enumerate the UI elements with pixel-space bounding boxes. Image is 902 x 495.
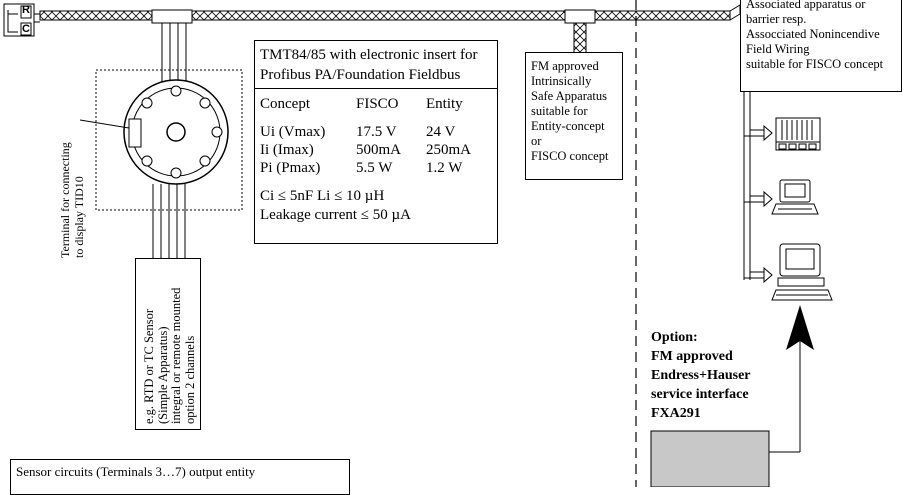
spec-row-ii-fisco: 500mA <box>356 142 401 158</box>
spec-row-ui-label: Ui (Vmax) <box>260 124 326 140</box>
spec-header-concept: Concept <box>260 96 310 112</box>
assoc-line-4: Field Wiring <box>746 42 810 56</box>
transmitter-title-box: TMT84/85 with electronic insert for Prof… <box>254 40 498 89</box>
t-junction-right <box>564 9 596 54</box>
associated-apparatus-box: Associated apparatus or barrier resp. As… <box>740 0 902 92</box>
option-line-5: FXA291 <box>651 406 701 421</box>
option-line-4: service interface <box>651 387 749 402</box>
fm-line-5: Entity-concept <box>531 119 605 133</box>
sensor-label: e.g. RTD or TC Sensor (Simple Apparatus)… <box>142 287 197 424</box>
sensor-box <box>135 258 201 430</box>
spec-footer-leakage: Leakage current ≤ 50 µA <box>260 207 411 223</box>
rc-termination-symbol <box>3 3 40 37</box>
control-bus <box>743 92 773 284</box>
spec-title-line-2: Profibus PA/Foundation Fieldbus <box>260 67 461 83</box>
laptop-icon <box>771 179 819 215</box>
assoc-line-1: Associated apparatus or <box>746 0 866 11</box>
desktop-pc-icon <box>771 243 833 301</box>
fm-apparatus-box: FM approved Intrinsically Safe Apparatus… <box>525 52 623 180</box>
spec-row-ii-entity: 250mA <box>426 142 471 158</box>
spec-header-entity: Entity <box>426 96 463 112</box>
electronic-insert <box>79 79 229 185</box>
spec-row-ui-entity: 24 V <box>426 124 456 140</box>
transmitter-housing <box>95 69 243 211</box>
spec-row-pi-entity: 1.2 W <box>426 160 463 176</box>
spec-header-fisco: FISCO <box>356 96 399 112</box>
spec-row-pi-fisco: 5.5 W <box>356 160 393 176</box>
option-label: Option: FM approved Endress+Hauser servi… <box>651 328 751 423</box>
rc-label-r: R <box>22 4 30 16</box>
spec-row-pi-label: Pi (Pmax) <box>260 160 321 176</box>
t-junction-left <box>151 9 193 85</box>
assoc-line-2: barrier resp. <box>746 12 807 26</box>
sensor-circuits-note-box: Sensor circuits (Terminals 3…7) output e… <box>10 459 350 495</box>
fm-line-6: or <box>531 134 542 148</box>
sensor-wires <box>152 184 186 258</box>
spec-row-ui-fisco: 17.5 V <box>356 124 397 140</box>
terminal-label: Terminal for connecting to display TID10 <box>58 142 86 258</box>
assoc-line-5: suitable for FISCO concept <box>746 57 884 71</box>
terminal-label-line-2: to display TID10 <box>72 176 86 258</box>
fm-line-2: Intrinsically <box>531 74 592 88</box>
plc-rack-icon <box>775 117 821 151</box>
sensor-line-1: e.g. RTD or TC Sensor <box>142 309 156 424</box>
sensor-circuits-note: Sensor circuits (Terminals 3…7) output e… <box>16 464 256 479</box>
service-interface-link <box>769 305 814 453</box>
option-line-1: Option: <box>651 330 698 345</box>
fieldbus-cable <box>39 10 731 21</box>
transmitter-spec-table <box>254 88 498 244</box>
fm-line-1: FM approved <box>531 59 599 73</box>
rc-label-c: C <box>22 23 30 35</box>
option-line-3: Endress+Hauser <box>651 368 751 383</box>
fm-line-3: Safe Apparatus <box>531 89 608 103</box>
fm-line-4: suitable for <box>531 104 588 118</box>
fm-line-7: FISCO concept <box>531 149 609 163</box>
sensor-line-4: option 2 channels <box>182 335 197 424</box>
option-line-2: FM approved <box>651 349 733 364</box>
spec-title-line-1: TMT84/85 with electronic insert for <box>260 47 478 63</box>
assoc-line-3: Assocciated Nonincendive <box>746 27 880 41</box>
sensor-line-2: (Simple Apparatus) <box>155 326 170 424</box>
terminal-label-line-1: Terminal for connecting <box>58 142 72 258</box>
sensor-line-3: integral or remote mounted <box>169 287 184 424</box>
fxa291-service-box <box>650 430 770 487</box>
spec-footer-capacitance: Ci ≤ 5nF Li ≤ 10 µH <box>260 188 385 204</box>
spec-row-ii-label: Ii (Imax) <box>260 142 314 158</box>
